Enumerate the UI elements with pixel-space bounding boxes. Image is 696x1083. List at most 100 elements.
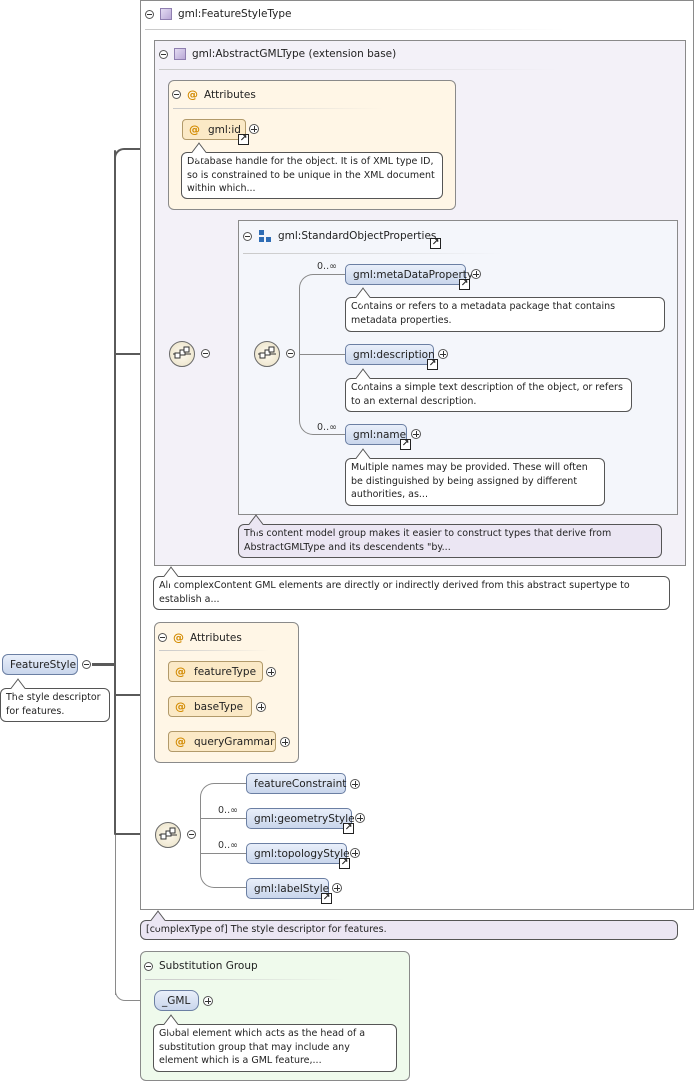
complex-type-note: [complexType of] The style descriptor fo… xyxy=(140,920,678,940)
gml-attributes-title: Attributes xyxy=(204,88,256,101)
featureconstraint-expand-icon[interactable] xyxy=(350,779,360,789)
gml-id-ref-icon[interactable]: ↗ xyxy=(238,134,249,145)
topologystyle-expand-icon[interactable] xyxy=(350,848,360,858)
element-gml-geometrystyle-label: gml:geometryStyle xyxy=(254,812,355,825)
complex-type-header: gml:FeatureStyleType xyxy=(145,8,292,20)
root-element-featurestyle[interactable]: FeatureStyle xyxy=(2,654,78,675)
extension-title: gml:AbstractGMLType (extension base) xyxy=(192,48,397,60)
element-gml-metadataproperty-label: gml:metaDataProperty xyxy=(353,268,474,281)
feature-branch-topo xyxy=(200,853,247,854)
standard-props-header-rule xyxy=(243,253,503,254)
element-gml-name-label: gml:name xyxy=(353,428,407,441)
attribute-querygrammar[interactable]: @ queryGrammar xyxy=(168,731,276,752)
complex-type-header-rule xyxy=(145,29,565,30)
description-ref-icon[interactable]: ↗ xyxy=(427,359,438,370)
feature-branch-geom xyxy=(200,818,247,819)
element-gml-topologystyle[interactable]: gml:topologyStyle xyxy=(246,843,350,864)
description-expand-icon[interactable] xyxy=(438,349,448,359)
sequence-icon-inner[interactable] xyxy=(254,341,280,367)
trunk-line xyxy=(114,150,116,835)
metadata-ref-icon[interactable]: ↗ xyxy=(459,279,470,290)
attribute-gml-id[interactable]: @ gml:id xyxy=(182,119,246,140)
attribute-querygrammar-at-icon: @ xyxy=(175,735,186,748)
attribute-basetype-label: baseType xyxy=(194,700,244,713)
feature-attributes-collapse-icon[interactable] xyxy=(158,633,167,642)
substitution-collapse-icon[interactable] xyxy=(144,961,153,971)
attributes-at-icon: @ xyxy=(187,88,198,101)
feature-sequence-collapse-icon[interactable] xyxy=(187,830,196,839)
name-ref-icon[interactable]: ↗ xyxy=(400,439,411,450)
attribute-basetype[interactable]: @ baseType xyxy=(168,696,252,717)
root-collapse-icon[interactable] xyxy=(82,660,91,669)
element-gml-head[interactable]: _GML xyxy=(154,990,199,1011)
inner-branch-mid xyxy=(299,354,346,355)
subst-connector-v xyxy=(115,835,116,995)
sequence-collapse-icon[interactable] xyxy=(201,349,210,358)
topologystyle-occurs: 0..∞ xyxy=(218,840,238,851)
element-gml-name[interactable]: gml:name xyxy=(345,424,407,445)
element-gml-description[interactable]: gml:description xyxy=(345,344,435,365)
element-gml-labelstyle[interactable]: gml:labelStyle xyxy=(246,878,329,899)
feature-attributes-header: @ Attributes xyxy=(158,631,242,644)
element-gml-head-label: _GML xyxy=(162,994,191,1007)
feature-attributes-header-rule xyxy=(159,650,269,651)
feature-sequence-icon[interactable] xyxy=(155,822,181,848)
group-icon xyxy=(258,229,272,243)
substitution-note: Global element which acts as the head of… xyxy=(153,1024,397,1072)
gml-attributes-collapse-icon[interactable] xyxy=(172,90,181,99)
element-featureconstraint[interactable]: featureConstraint xyxy=(246,773,346,794)
attribute-at-icon: @ xyxy=(189,123,200,136)
subst-connector-curve xyxy=(115,985,155,1001)
substitution-header: Substitution Group xyxy=(144,960,258,972)
extension-type-icon xyxy=(174,48,186,60)
extension-note: All complexContent GML elements are dire… xyxy=(153,576,670,610)
labelstyle-expand-icon[interactable] xyxy=(332,883,342,893)
geometrystyle-expand-icon[interactable] xyxy=(355,813,365,823)
root-connector xyxy=(92,663,116,666)
sequence-icon[interactable] xyxy=(169,341,195,367)
root-note: The style descriptor for features. xyxy=(0,688,110,722)
topologystyle-ref-icon[interactable]: ↗ xyxy=(339,858,350,869)
description-note: Contains a simple text description of th… xyxy=(345,378,632,412)
extension-collapse-icon[interactable] xyxy=(159,49,168,59)
featuretype-expand-icon[interactable] xyxy=(266,667,276,677)
element-gml-geometrystyle[interactable]: gml:geometryStyle xyxy=(246,808,355,829)
geometrystyle-ref-icon[interactable]: ↗ xyxy=(343,823,354,834)
extension-header: gml:AbstractGMLType (extension base) xyxy=(159,48,396,60)
root-element-label: FeatureStyle xyxy=(10,658,77,671)
attribute-featuretype-at-icon: @ xyxy=(175,665,186,678)
extension-header-rule xyxy=(159,69,559,70)
standard-props-note: This content model group makes it easier… xyxy=(238,524,662,558)
querygrammar-expand-icon[interactable] xyxy=(280,737,290,747)
metadata-expand-icon[interactable] xyxy=(471,269,481,279)
standard-props-collapse-icon[interactable] xyxy=(243,231,252,241)
gml-id-note: Database handle for the object. It is of… xyxy=(181,152,443,199)
basetype-expand-icon[interactable] xyxy=(256,702,266,712)
attr-connector xyxy=(115,694,154,696)
substitution-title: Substitution Group xyxy=(159,960,258,972)
gml-attributes-header: @ Attributes xyxy=(172,88,256,101)
attribute-gml-id-label: gml:id xyxy=(208,123,241,136)
attribute-featuretype-label: featureType xyxy=(194,665,257,678)
complex-type-title: gml:FeatureStyleType xyxy=(178,8,292,20)
gml-head-expand-icon[interactable] xyxy=(203,996,213,1006)
feature-branch-top xyxy=(200,783,247,835)
seq2-connector xyxy=(115,833,155,835)
element-gml-metadataproperty[interactable]: gml:metaDataProperty xyxy=(345,264,473,285)
complex-type-collapse-icon[interactable] xyxy=(145,9,154,19)
inner-branch-top xyxy=(299,274,346,356)
attribute-featuretype[interactable]: @ featureType xyxy=(168,661,263,682)
standard-props-header: gml:StandardObjectProperties xyxy=(243,229,436,243)
feature-attributes-title: Attributes xyxy=(190,631,242,644)
standard-props-ref-icon[interactable]: ↗ xyxy=(430,238,441,249)
metadata-note: Contains or refers to a metadata package… xyxy=(345,297,665,332)
labelstyle-ref-icon[interactable]: ↗ xyxy=(321,893,332,904)
name-expand-icon[interactable] xyxy=(411,429,421,439)
element-gml-topologystyle-label: gml:topologyStyle xyxy=(254,847,350,860)
gml-id-expand-icon[interactable] xyxy=(249,124,259,134)
attribute-querygrammar-label: queryGrammar xyxy=(194,735,275,748)
standard-props-title: gml:StandardObjectProperties xyxy=(278,230,437,242)
geometrystyle-occurs: 0..∞ xyxy=(218,805,238,816)
element-gml-description-label: gml:description xyxy=(353,348,435,361)
sequence-inner-collapse-icon[interactable] xyxy=(286,349,295,358)
